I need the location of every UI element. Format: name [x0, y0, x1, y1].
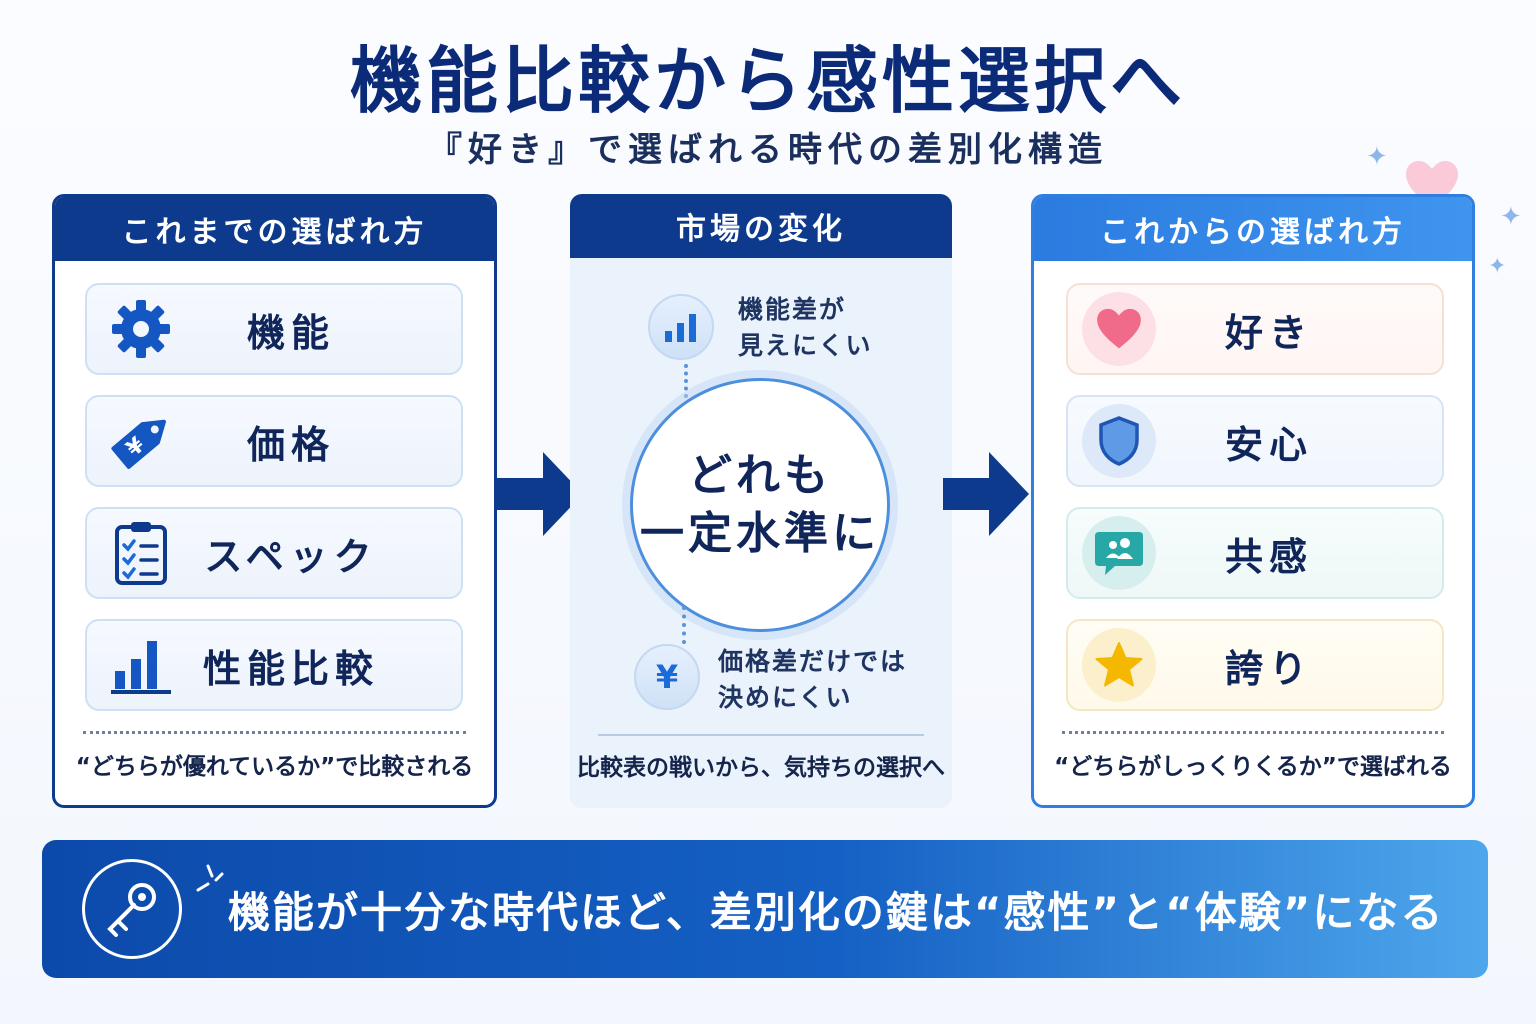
panel-header: これまでの選ばれ方 [55, 197, 494, 261]
checklist-icon [101, 513, 181, 593]
card-label: 共感 [1224, 534, 1313, 579]
arrow-right-icon [497, 452, 583, 540]
card-security: 安心 [1066, 395, 1444, 487]
bar-chart-icon [648, 294, 714, 360]
conclusion-banner: 機能が十分な時代ほど、差別化の鍵は“感性”と“体験”になる [42, 840, 1488, 978]
panel-footer: “どちらがしっくりくるか”で選ばれる [1054, 754, 1452, 780]
bar-chart-icon [101, 625, 181, 705]
page-title: 機能比較から感性選択へ [349, 39, 1186, 123]
banner-rays-icon [192, 860, 232, 904]
note-price-gap: 価格差だけでは 決めにくい [718, 647, 908, 712]
gear-icon [101, 289, 181, 369]
heart-icon [1082, 292, 1156, 366]
panel-past-selection: これまでの選ばれ方 機能 [52, 194, 497, 808]
card-price: ¥ 価格 [85, 395, 463, 487]
shield-icon [1082, 404, 1156, 478]
card-label: スペック [204, 534, 378, 579]
note-function-gap: 機能差が 見えにくい [738, 295, 873, 360]
card-label: 好き [1224, 310, 1313, 355]
card-label: 価格 [246, 422, 335, 467]
panel-header: 市場の変化 [570, 194, 952, 258]
panel-future-selection: これからの選ばれ方 好き 安心 共感 [1031, 194, 1475, 808]
panel-footer: “どちらが優れているか”で比較される [75, 754, 474, 780]
yen-icon: ¥ [634, 644, 700, 710]
arrow-right-icon [943, 452, 1029, 540]
card-performance: 性能比較 [85, 619, 463, 711]
card-function: 機能 [85, 283, 463, 375]
card-label: 性能比較 [202, 646, 379, 691]
card-label: 誇り [1224, 646, 1313, 691]
card-like: 好き [1066, 283, 1444, 375]
yen-tag-icon: ¥ [101, 401, 181, 481]
connector-dots [684, 364, 688, 398]
key-icon [82, 859, 182, 959]
center-circle: どれも 一定水準に [630, 378, 890, 632]
card-label: 機能 [246, 310, 335, 355]
panel-footer: 比較表の戦いから、気持ちの選択へ [577, 755, 945, 781]
card-empathy: 共感 [1066, 507, 1444, 599]
card-pride: 誇り [1066, 619, 1444, 711]
sparkle-icon: ✦ [1366, 142, 1388, 172]
divider [1062, 731, 1444, 734]
chat-people-icon [1082, 516, 1156, 590]
banner-text: 機能が十分な時代ほど、差別化の鍵は“感性”と“体験”になる [228, 887, 1445, 937]
sparkle-icon: ✦ [1488, 254, 1507, 279]
divider [598, 734, 924, 736]
star-icon [1082, 628, 1156, 702]
panel-header: これからの選ばれ方 [1034, 197, 1472, 261]
card-label: 安心 [1224, 422, 1313, 467]
panel-market-change: 市場の変化 機能差が 見えにくい どれも 一定水準に ¥ 価格差だけでは 決めに… [570, 194, 952, 808]
divider [83, 731, 466, 734]
connector-dots [682, 606, 686, 644]
sparkle-icon: ✦ [1500, 202, 1522, 232]
card-spec: スペック [85, 507, 463, 599]
page-subtitle: 『好き』で選ばれる時代の差別化構造 [428, 130, 1108, 170]
